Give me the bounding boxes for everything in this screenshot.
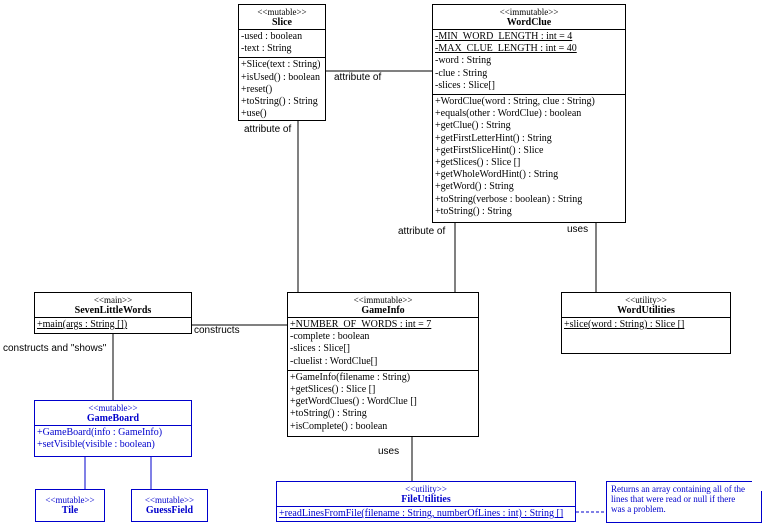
operation: +toString() : String bbox=[290, 408, 367, 420]
attribute: -word : String bbox=[435, 55, 492, 67]
attribute: -text : String bbox=[241, 43, 292, 55]
operation: +Slice(text : String) bbox=[241, 59, 321, 71]
attribute: +NUMBER_OF_WORDS : int = 7 bbox=[290, 319, 432, 330]
tile-name: Tile bbox=[61, 505, 79, 516]
operation: +getSlices() : Slice [] bbox=[290, 384, 376, 396]
operation: +GameInfo(filename : String) bbox=[290, 371, 411, 383]
fileutilities-name: FileUtilities bbox=[401, 494, 451, 505]
class-fileutilities[interactable]: <<utility>> FileUtilities +readLinesFrom… bbox=[276, 481, 576, 522]
operation: +use() bbox=[241, 108, 267, 120]
slice-attributes: -used : boolean -text : String bbox=[239, 29, 325, 57]
note-text: Returns an array containing all of the l… bbox=[611, 484, 745, 514]
operation: +toString() : String bbox=[241, 96, 318, 108]
label-main-gameboard: constructs and "shows" bbox=[3, 343, 107, 354]
guessfield-name: GuessField bbox=[145, 505, 194, 516]
label-wordclue-gameinfo: attribute of bbox=[398, 226, 446, 237]
wordclue-attributes: -MIN_WORD_LENGTH : int = 4 -MAX_CLUE_LEN… bbox=[433, 29, 625, 94]
label-wordclue-wordutilities: uses bbox=[567, 224, 589, 235]
operation: +WordClue(word : String, clue : String) bbox=[435, 96, 595, 108]
class-guessfield[interactable]: <<mutable>> GuessField bbox=[131, 489, 208, 522]
wordutilities-operations: +slice(word : String) : Slice [] bbox=[562, 317, 730, 333]
operation: +getFirstSliceHint() : Slice bbox=[435, 144, 544, 156]
operation: +toString() : String bbox=[435, 205, 512, 217]
gameinfo-name: GameInfo bbox=[361, 305, 405, 316]
attribute: -slices : Slice[] bbox=[435, 79, 495, 91]
guessfield-stereotype: <<mutable>> bbox=[144, 495, 195, 505]
class-wordutilities[interactable]: <<utility>> WordUtilities +slice(word : … bbox=[561, 292, 731, 354]
slice-stereotype: <<mutable>> bbox=[257, 7, 307, 17]
wordutilities-stereotype: <<utility>> bbox=[625, 295, 667, 305]
gameinfo-attributes: +NUMBER_OF_WORDS : int = 7 -complete : b… bbox=[288, 317, 478, 370]
operation: +slice(word : String) : Slice [] bbox=[564, 319, 685, 330]
operation: +getWholeWordHint() : String bbox=[435, 169, 559, 181]
slice-name: Slice bbox=[272, 17, 292, 28]
operation: +isUsed() : boolean bbox=[241, 71, 320, 83]
operation: +readLinesFromFile(filename : String, nu… bbox=[279, 508, 564, 519]
gameinfo-stereotype: <<immutable>> bbox=[353, 295, 413, 305]
class-gameinfo[interactable]: <<immutable>> GameInfo +NUMBER_OF_WORDS … bbox=[287, 292, 479, 437]
operation: +equals(other : WordClue) : boolean bbox=[435, 108, 582, 120]
operation: +getWord() : String bbox=[435, 181, 514, 193]
attribute: -clue : String bbox=[435, 67, 488, 79]
operation: +main(args : String []) bbox=[37, 319, 128, 330]
label-main-gameinfo: constructs bbox=[194, 325, 240, 336]
operation: +toString(verbose : boolean) : String bbox=[435, 193, 583, 205]
operation: +reset() bbox=[241, 83, 273, 95]
slice-operations: +Slice(text : String) +isUsed() : boolea… bbox=[239, 57, 325, 122]
class-sevenlittlewords[interactable]: <<main>> SevenLittleWords +main(args : S… bbox=[34, 292, 192, 334]
wordclue-name: WordClue bbox=[506, 17, 552, 28]
class-gameboard[interactable]: <<mutable>> GameBoard +GameBoard(info : … bbox=[34, 400, 192, 457]
gameinfo-operations: +GameInfo(filename : String) +getSlices(… bbox=[288, 369, 478, 435]
class-slice[interactable]: <<mutable>> Slice -used : boolean -text … bbox=[238, 4, 326, 121]
operation: +getFirstLetterHint() : String bbox=[435, 132, 552, 144]
operation: +getSlices() : Slice [] bbox=[435, 157, 521, 169]
gameboard-operations: +GameBoard(info : GameInfo) +setVisible(… bbox=[35, 425, 191, 453]
fileutilities-operations: +readLinesFromFile(filename : String, nu… bbox=[277, 506, 575, 522]
attribute: -used : boolean bbox=[241, 31, 303, 42]
sevenlittlewords-operations: +main(args : String []) bbox=[35, 317, 191, 333]
sevenlittlewords-name: SevenLittleWords bbox=[74, 305, 152, 316]
sevenlittlewords-stereotype: <<main>> bbox=[93, 295, 133, 305]
operation: +GameBoard(info : GameInfo) bbox=[37, 427, 163, 438]
class-wordclue[interactable]: <<immutable>> WordClue -MIN_WORD_LENGTH … bbox=[432, 4, 626, 223]
operation: +getClue() : String bbox=[435, 120, 511, 132]
label-slice-gameinfo: attribute of bbox=[244, 124, 292, 135]
attribute: -MAX_CLUE_LENGTH : int = 40 bbox=[435, 43, 577, 55]
operation: +isComplete() : boolean bbox=[290, 420, 388, 432]
operation: +setVisible(visible : boolean) bbox=[37, 439, 155, 451]
note-fold-cover bbox=[752, 481, 762, 491]
gameboard-name: GameBoard bbox=[86, 413, 140, 424]
attribute: -complete : boolean bbox=[290, 331, 370, 343]
label-slice-wordclue: attribute of bbox=[334, 72, 382, 83]
gameboard-stereotype: <<mutable>> bbox=[88, 403, 138, 413]
attribute: -MIN_WORD_LENGTH : int = 4 bbox=[435, 31, 573, 42]
label-gameinfo-fileutilities: uses bbox=[378, 446, 400, 457]
note-readlines[interactable]: Returns an array containing all of the l… bbox=[606, 481, 762, 523]
wordutilities-name: WordUtilities bbox=[617, 305, 675, 316]
wordclue-operations: +WordClue(word : String, clue : String) … bbox=[433, 94, 625, 220]
operation: +getWordClues() : WordClue [] bbox=[290, 396, 417, 408]
wordclue-stereotype: <<immutable>> bbox=[499, 7, 559, 17]
attribute: -slices : Slice[] bbox=[290, 343, 350, 355]
attribute: -cluelist : WordClue[] bbox=[290, 355, 378, 367]
class-tile[interactable]: <<mutable>> Tile bbox=[35, 489, 105, 522]
fileutilities-stereotype: <<utility>> bbox=[405, 484, 447, 494]
tile-stereotype: <<mutable>> bbox=[45, 495, 95, 505]
